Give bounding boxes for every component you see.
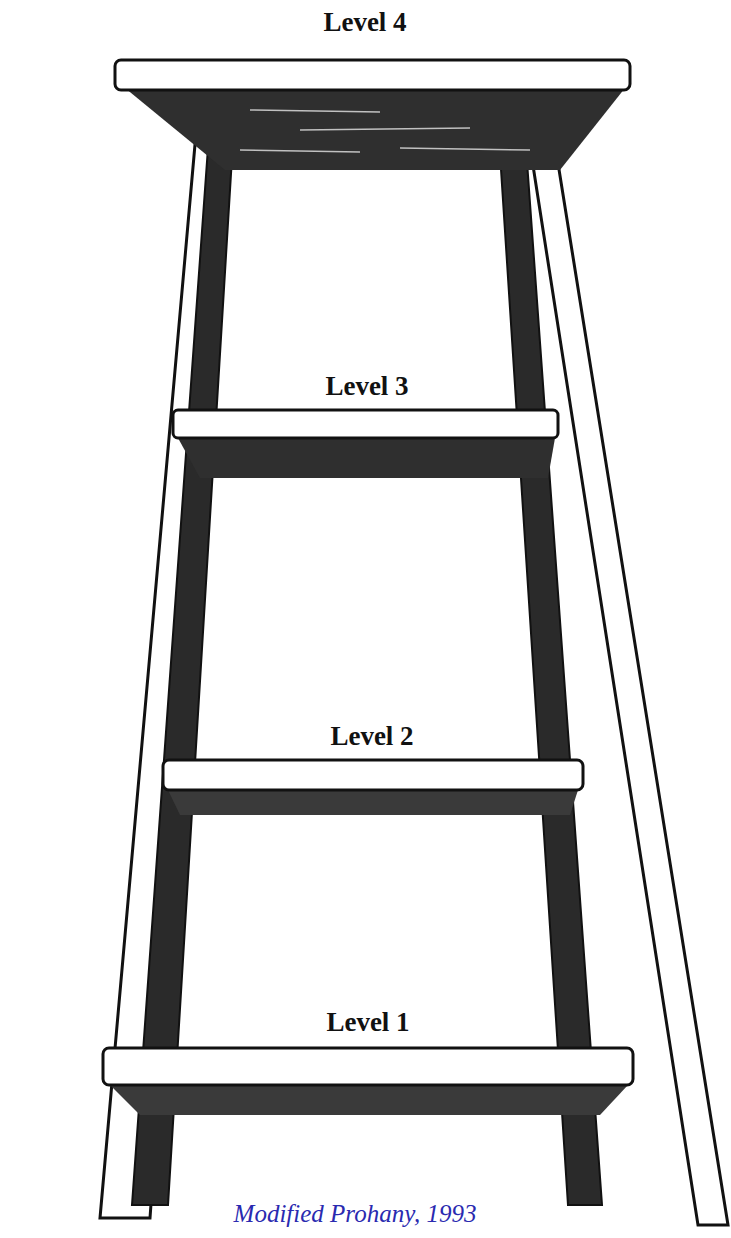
rung — [103, 1048, 633, 1085]
rung-shadow — [178, 438, 555, 478]
wood-grain — [240, 110, 530, 152]
level-label: Level 4 — [323, 8, 406, 38]
top-board — [115, 60, 630, 90]
right-rail — [496, 92, 602, 1205]
rung-shadow — [110, 1085, 628, 1115]
source-caption: Modified Prohany, 1993 — [234, 1200, 477, 1228]
rung — [173, 410, 558, 438]
left-rail — [132, 92, 236, 1205]
level-label: Level 1 — [326, 1008, 409, 1038]
rung-shadow — [168, 790, 578, 815]
top-shadow — [125, 88, 625, 170]
level-label: Level 2 — [330, 722, 413, 752]
rung — [163, 760, 583, 790]
level-label: Level 3 — [325, 372, 408, 402]
